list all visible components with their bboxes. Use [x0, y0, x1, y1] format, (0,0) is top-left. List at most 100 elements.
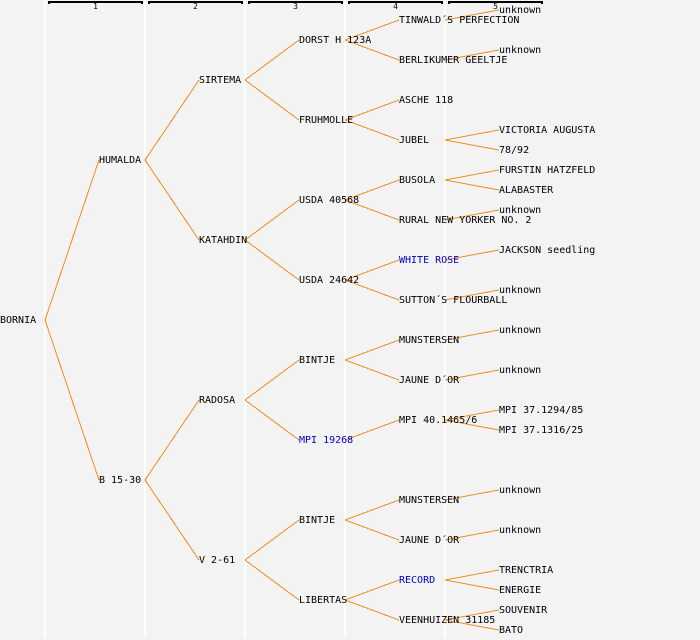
generation-bracket: [348, 1, 443, 4]
connector-line: [244, 359, 300, 401]
connector-line: [444, 619, 500, 631]
connector-line: [244, 559, 300, 601]
connector-line: [344, 279, 400, 301]
connector-line: [344, 499, 400, 521]
pedigree-node-gen6: unknown: [499, 485, 542, 496]
pedigree-node-gen5: JAUNE D´OR: [399, 535, 460, 546]
connector-line: [344, 19, 400, 41]
column-divider: [344, 0, 346, 638]
connector-line: [444, 529, 500, 541]
pedigree-node-gen6: unknown: [499, 285, 542, 296]
pedigree-node-gen5: JUBEL: [399, 135, 430, 146]
connector-line: [444, 129, 500, 141]
connector-line: [444, 329, 500, 341]
pedigree-node-gen6: ENERGIE: [499, 585, 542, 596]
pedigree-node-gen5: BUSOLA: [399, 175, 436, 186]
connector-line: [144, 399, 200, 481]
pedigree-node-gen2: B 15-30: [99, 475, 142, 486]
column-divider: [144, 0, 146, 638]
pedigree-node-gen4: BINTJE: [299, 355, 336, 366]
pedigree-node-gen6: unknown: [499, 5, 542, 16]
connector-line: [344, 119, 400, 141]
generation-header-5: 5: [448, 0, 543, 11]
connector-line: [444, 289, 500, 301]
connector-line: [444, 579, 500, 591]
connector-line: [44, 319, 100, 481]
pedigree-node-gen5: SUTTON´S FLOURBALL: [399, 295, 508, 306]
generation-header-3: 3: [248, 0, 343, 11]
connector-line: [244, 39, 300, 81]
connector-line: [444, 419, 500, 431]
connector-line: [444, 49, 500, 61]
generation-header-4: 4: [348, 0, 443, 11]
connector-line: [444, 209, 500, 221]
pedigree-node-gen6: FURSTIN HATZFELD: [499, 165, 596, 176]
connector-line: [44, 159, 100, 321]
connector-line: [444, 609, 500, 621]
pedigree-node-gen6: 78/92: [499, 145, 530, 156]
connector-line: [244, 199, 300, 241]
pedigree-node-gen6: unknown: [499, 525, 542, 536]
connector-line: [344, 259, 400, 281]
pedigree-node-gen6: unknown: [499, 205, 542, 216]
generation-bracket: [48, 1, 143, 4]
connector-line: [444, 489, 500, 501]
connector-line: [344, 359, 400, 381]
pedigree-node-gen4: USDA 40568: [299, 195, 360, 206]
connector-line: [444, 169, 500, 181]
generation-bracket: [448, 1, 543, 4]
connector-line: [344, 199, 400, 221]
pedigree-node-gen4: DORST H 123A: [299, 35, 372, 46]
connector-line: [344, 39, 400, 61]
generation-number: 3: [293, 2, 298, 11]
pedigree-node-gen4: BINTJE: [299, 515, 336, 526]
connector-line: [444, 249, 500, 261]
pedigree-node-gen3: KATAHDIN: [199, 235, 248, 246]
pedigree-node-gen5: JAUNE D´OR: [399, 375, 460, 386]
pedigree-node-gen6: unknown: [499, 365, 542, 376]
pedigree-node-gen3: RADOSA: [199, 395, 236, 406]
pedigree-node-gen6: SOUVENIR: [499, 605, 548, 616]
pedigree-node-gen4: USDA 24642: [299, 275, 360, 286]
connector-line: [244, 399, 300, 441]
column-divider: [244, 0, 246, 638]
pedigree-node-gen5: MPI 40.1465/6: [399, 415, 478, 426]
generation-bracket: [248, 1, 343, 4]
connector-line: [144, 79, 200, 161]
generation-number: 5: [493, 2, 498, 11]
connector-line: [344, 179, 400, 201]
connector-line: [344, 339, 400, 361]
connector-line: [344, 419, 400, 441]
generation-bracket: [148, 1, 243, 4]
connector-line: [444, 9, 500, 21]
connector-line: [344, 599, 400, 621]
pedigree-node-gen5[interactable]: WHITE ROSE: [399, 255, 460, 266]
connector-line: [244, 79, 300, 121]
pedigree-node-gen5: VEENHUIZEN 31185: [399, 615, 496, 626]
pedigree-node-gen4[interactable]: MPI 19268: [299, 435, 354, 446]
pedigree-node-gen5: ASCHE 118: [399, 95, 454, 106]
pedigree-node-gen6: ALABASTER: [499, 185, 554, 196]
generation-number: 4: [393, 2, 398, 11]
connector-line: [444, 569, 500, 581]
connector-line: [344, 519, 400, 541]
pedigree-node-gen5: MUNSTERSEN: [399, 495, 460, 506]
pedigree-node-gen6: VICTORIA AUGUSTA: [499, 125, 596, 136]
pedigree-node-gen3: V 2-61: [199, 555, 236, 566]
pedigree-node-gen6: MPI 37.1294/85: [499, 405, 584, 416]
pedigree-node-gen6: TRENCTRIA: [499, 565, 554, 576]
generation-header-2: 2: [148, 0, 243, 11]
pedigree-node-gen3: SIRTEMA: [199, 75, 242, 86]
connector-line: [444, 409, 500, 421]
connector-line: [444, 179, 500, 191]
pedigree-node-gen5: MUNSTERSEN: [399, 335, 460, 346]
generation-number: 1: [93, 2, 98, 11]
pedigree-node-gen6: unknown: [499, 45, 542, 56]
pedigree-node-gen5[interactable]: RECORD: [399, 575, 436, 586]
pedigree-node-gen6: BATO: [499, 625, 524, 636]
connector-line: [144, 479, 200, 561]
pedigree-node-gen6: unknown: [499, 325, 542, 336]
pedigree-node-gen2: HUMALDA: [99, 155, 142, 166]
pedigree-node-gen4: LIBERTAS: [299, 595, 348, 606]
